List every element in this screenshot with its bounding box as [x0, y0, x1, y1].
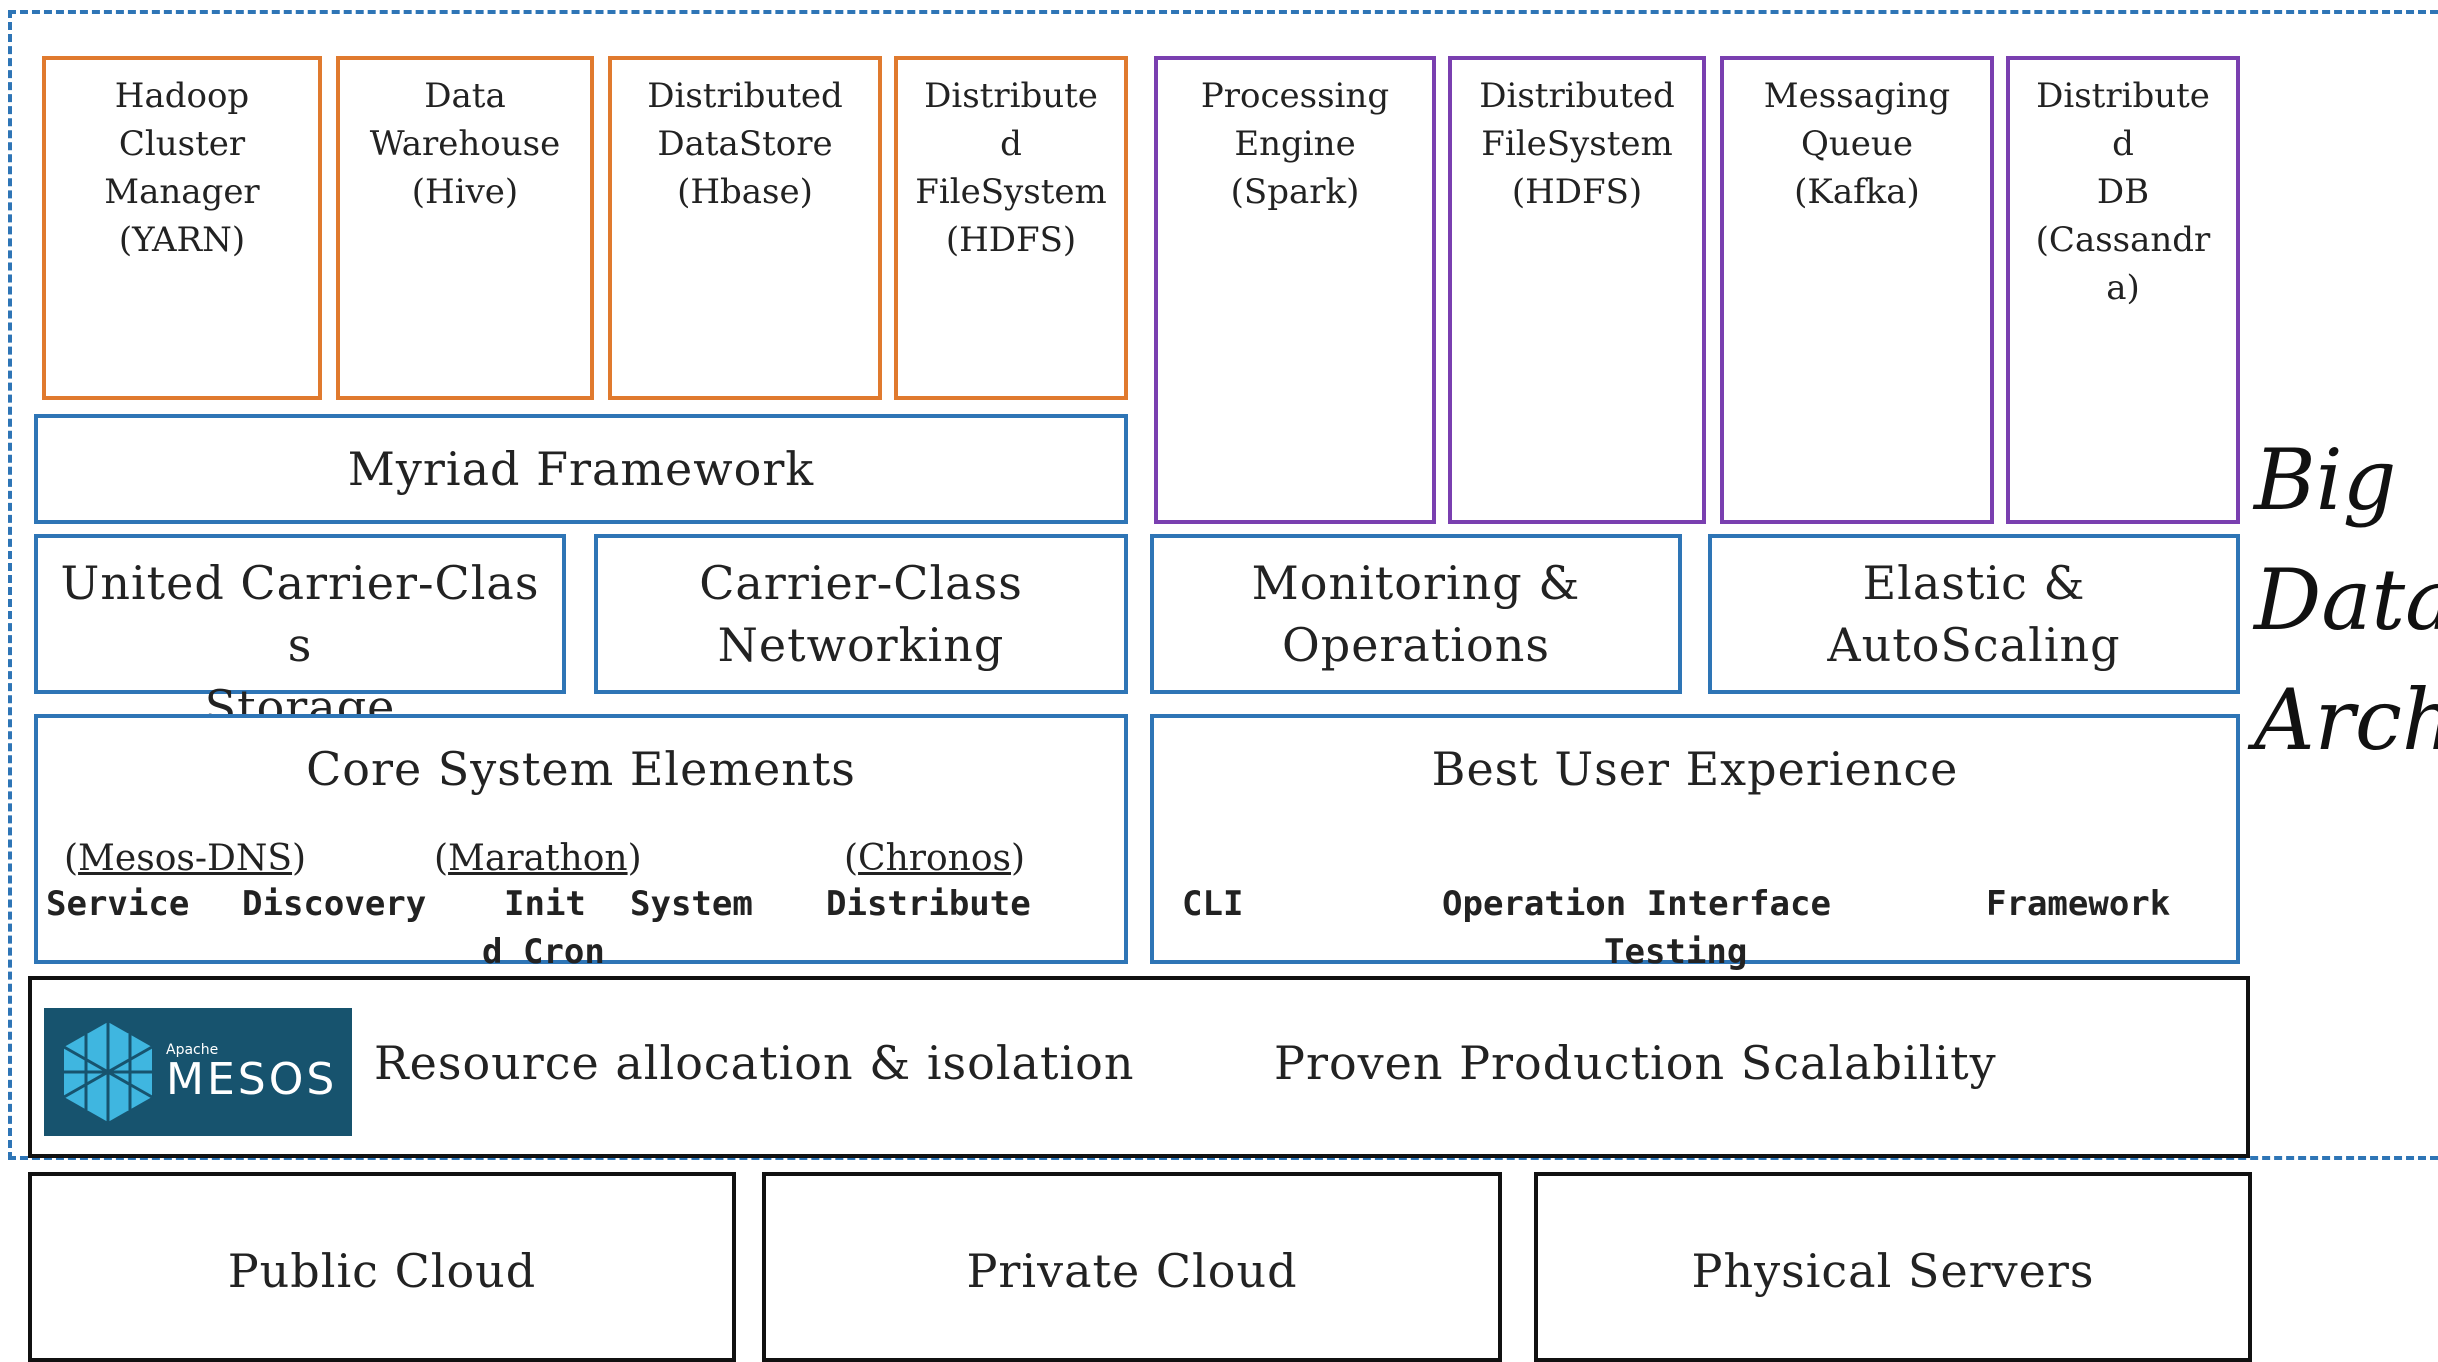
- component-hdfs-hadoop: Distribute d FileSystem (HDFS): [894, 56, 1128, 400]
- cron-text: d Cron: [482, 932, 605, 972]
- mesos-bar: Apache MESOS Resource allocation & isola…: [28, 976, 2250, 1158]
- component-spark: Processing Engine (Spark): [1154, 56, 1436, 524]
- user-experience-box: Best User Experience CLI Operation Inter…: [1150, 714, 2240, 972]
- cli-text: CLI: [1182, 884, 1244, 924]
- physical-servers-label: Physical Servers: [1691, 1244, 2095, 1298]
- public-cloud-box: Public Cloud: [28, 1172, 736, 1362]
- framework-text: Framework: [1986, 884, 2171, 924]
- private-cloud-box: Private Cloud: [762, 1172, 1502, 1362]
- physical-servers-box: Physical Servers: [1534, 1172, 2252, 1362]
- storage-box: United Carrier-Clas s Storage: [34, 534, 566, 734]
- elastic-label: Elastic & AutoScaling: [1827, 556, 2121, 672]
- mesos-logo-small-text: Apache: [166, 1042, 219, 1058]
- distribute-text: Distribute: [826, 884, 1031, 924]
- networking-box: Carrier-Class Networking: [594, 534, 1128, 694]
- monitoring-label: Monitoring & Operations: [1251, 556, 1581, 672]
- myriad-framework-box: Myriad Framework: [34, 414, 1128, 524]
- chronos-label: (Chronos): [844, 838, 1026, 879]
- mesos-dns-label: (Mesos-DNS): [64, 838, 307, 879]
- core-system-box: Core System Elements (Mesos-DNS) (Marath…: [34, 714, 1128, 972]
- component-label: Processing Engine (Spark): [1200, 76, 1390, 212]
- storage-label: United Carrier-Clas s Storage: [60, 556, 540, 734]
- mesos-hexagon-icon: [63, 1022, 153, 1122]
- marathon-label: (Marathon): [434, 838, 642, 879]
- component-label: Messaging Queue (Kafka): [1763, 76, 1951, 212]
- service-text: Service: [46, 884, 190, 924]
- component-label: Distribute d FileSystem (HDFS): [915, 76, 1107, 260]
- testing-text: Testing: [1604, 932, 1748, 972]
- component-label: Distributed DataStore (Hbase): [647, 76, 843, 212]
- networking-label: Carrier-Class Networking: [699, 556, 1023, 672]
- component-cassandra: Distribute d DB (Cassandr a): [2006, 56, 2240, 524]
- elastic-box: Elastic & AutoScaling: [1708, 534, 2240, 694]
- chronos-text: Chronos: [858, 838, 1011, 879]
- resource-allocation-label: Resource allocation & isolation: [374, 1036, 1135, 1090]
- component-yarn: Hadoop Cluster Manager (YARN): [42, 56, 322, 400]
- component-hdfs-spark: Distributed FileSystem (HDFS): [1448, 56, 1706, 524]
- component-kafka: Messaging Queue (Kafka): [1720, 56, 1994, 524]
- system-text: System: [630, 884, 753, 924]
- component-label: Distribute d DB (Cassandr a): [2035, 76, 2211, 308]
- core-system-title: Core System Elements: [306, 742, 856, 796]
- mesos-dns-text: Mesos-DNS: [78, 838, 293, 879]
- public-cloud-label: Public Cloud: [227, 1244, 537, 1298]
- mesos-logo-word: MESOS: [166, 1054, 338, 1105]
- marathon-text: Marathon: [448, 838, 628, 879]
- private-cloud-label: Private Cloud: [966, 1244, 1298, 1298]
- myriad-framework-label: Myriad Framework: [347, 442, 815, 496]
- component-label: Data Warehouse (Hive): [369, 76, 561, 212]
- mesos-logo: Apache MESOS: [44, 1008, 352, 1136]
- component-label: Distributed FileSystem (HDFS): [1479, 76, 1675, 212]
- user-experience-title: Best User Experience: [1431, 742, 1959, 796]
- init-text: Init: [504, 884, 586, 924]
- scalability-label: Proven Production Scalability: [1274, 1036, 1997, 1090]
- big-data-architecture-frame: [8, 10, 2438, 1160]
- component-label: Hadoop Cluster Manager (YARN): [104, 76, 260, 260]
- side-title: Big Data Arch: [2254, 431, 2438, 769]
- operation-interface-text: Operation Interface: [1442, 884, 1831, 924]
- discovery-text: Discovery: [242, 884, 427, 924]
- monitoring-box: Monitoring & Operations: [1150, 534, 1682, 694]
- component-hbase: Distributed DataStore (Hbase): [608, 56, 882, 400]
- component-hive: Data Warehouse (Hive): [336, 56, 594, 400]
